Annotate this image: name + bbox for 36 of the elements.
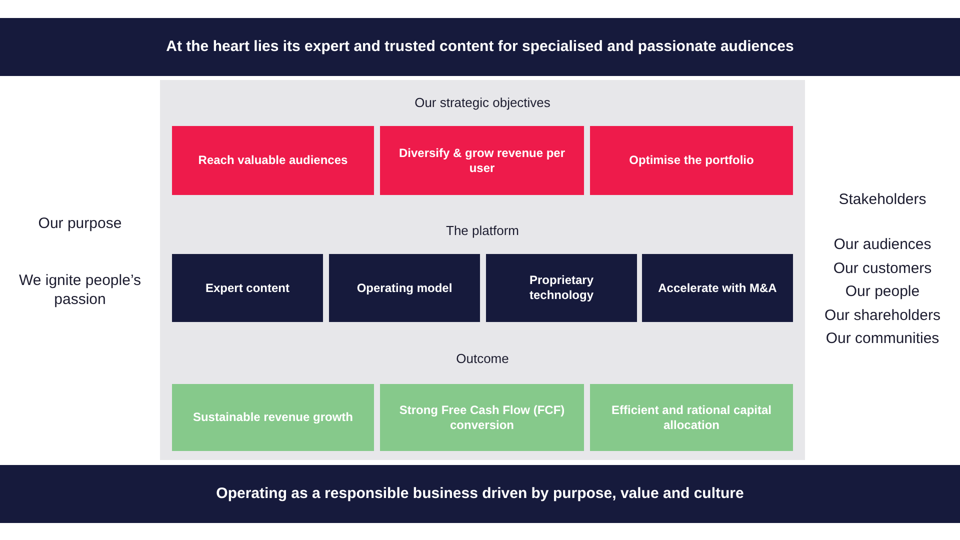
side-text: Our people xyxy=(844,282,921,302)
side-heading: Our purpose xyxy=(37,214,123,234)
panel-background xyxy=(160,80,805,460)
box-label: Proprietary technology xyxy=(528,272,595,304)
box-label: Strong Free Cash Flow (FCF) conversion xyxy=(398,402,566,434)
side-text: Our audiences xyxy=(832,235,932,256)
side-text: We ignite people’s passion xyxy=(18,271,142,310)
box-label: At the heart lies its expert and trusted content for specialised and passionate audiences xyxy=(165,36,795,57)
box-label: Operating as a responsible business driven by purpose, value and culture xyxy=(215,484,745,504)
box-label: Expert content xyxy=(204,280,290,296)
side-text: Our shareholders xyxy=(824,306,942,326)
platform-box xyxy=(486,254,637,322)
banner xyxy=(0,465,960,523)
objective-box xyxy=(380,126,584,195)
outcome-box xyxy=(380,384,584,451)
box-label: Operating model xyxy=(356,280,454,296)
outcome-box xyxy=(172,384,374,451)
platform-box xyxy=(642,254,793,322)
side-text: Our customers xyxy=(832,258,933,279)
platform-box xyxy=(329,254,480,322)
banner xyxy=(0,18,960,76)
outcome-box xyxy=(590,384,793,451)
section-heading: Our strategic objectives xyxy=(414,94,552,112)
box-label: Optimise the portfolio xyxy=(628,152,755,169)
box-label: Accelerate with M&A xyxy=(657,280,778,296)
box-label: Reach valuable audiences xyxy=(197,152,349,169)
side-text: Our communities xyxy=(824,329,940,350)
objective-box xyxy=(590,126,793,195)
box-label: Sustainable revenue growth xyxy=(192,409,354,426)
side-heading: Stakeholders xyxy=(838,190,928,210)
box-label: Efficient and rational capital allocation xyxy=(610,402,773,434)
section-heading: Outcome xyxy=(455,350,510,368)
box-label: Diversify & grow revenue per user xyxy=(398,144,566,176)
objective-box xyxy=(172,126,374,195)
section-heading: The platform xyxy=(445,222,520,240)
platform-box xyxy=(172,254,323,322)
